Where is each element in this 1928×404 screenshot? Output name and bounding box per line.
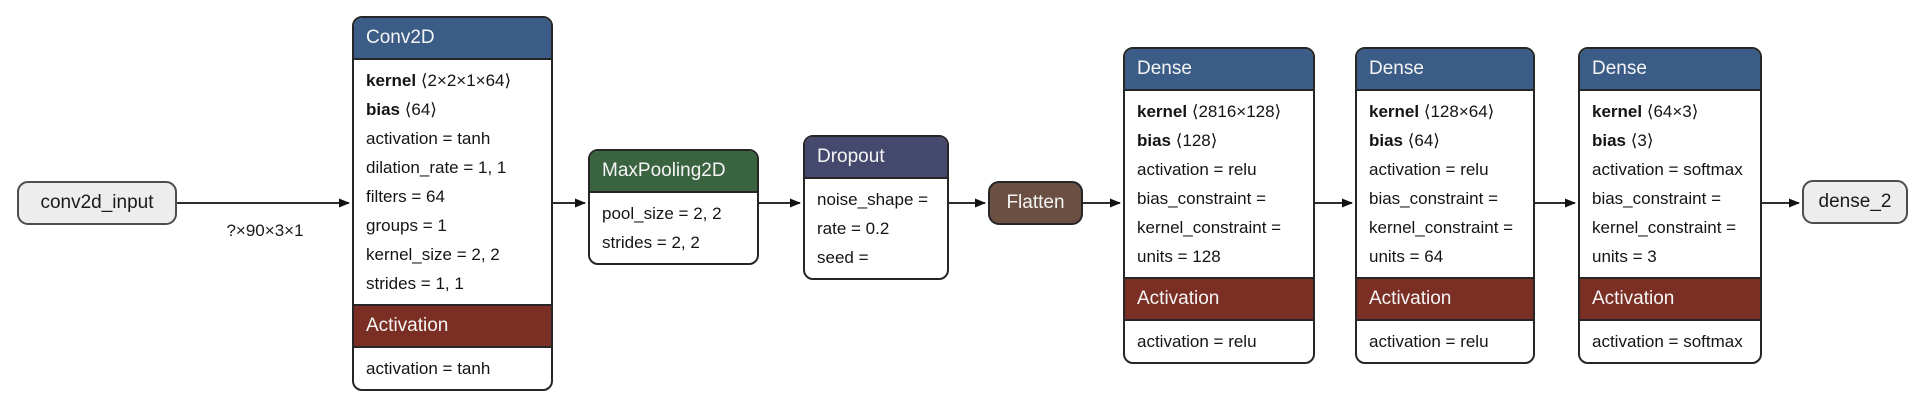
node-conv2d-header[interactable]: Conv2D [354,18,551,60]
attr-row-activation: activation = relu [1137,160,1257,179]
attr-row-activation: activation = relu [1137,332,1257,351]
node-dense-2-attrs: kernel ⟨128×64⟩ bias ⟨64⟩ activation = rel… [1357,91,1533,277]
attr-row-units: units = 128 [1137,247,1221,266]
attr-row-pool_size: pool_size = 2, 2 [602,204,722,223]
node-dense-1[interactable]: Dense kernel ⟨2816×128⟩ bias ⟨128⟩ activat… [1123,47,1315,364]
attr-row-bias: bias ⟨3⟩ [1592,131,1654,150]
node-dense-2-output[interactable]: dense_2 [1802,180,1908,224]
node-dropout-header[interactable]: Dropout [805,137,947,179]
node-dropout-attrs: noise_shape = rate = 0.2 seed = [805,179,947,278]
node-dropout[interactable]: Dropout noise_shape = rate = 0.2 seed = [803,135,949,280]
node-dense-3-activation-attrs: activation = softmax [1580,321,1760,362]
attr-row-kernel_constraint: kernel_constraint = [1592,218,1737,237]
node-dense-3[interactable]: Dense kernel ⟨64×3⟩ bias ⟨3⟩ activation = … [1578,47,1762,364]
attr-row-kernel: kernel ⟨2×2×1×64⟩ [366,71,512,90]
node-conv2d[interactable]: Conv2D kernel ⟨2×2×1×64⟩ bias ⟨64⟩ activat… [352,16,553,391]
node-maxpooling2d-attrs: pool_size = 2, 2 strides = 2, 2 [590,193,757,263]
attr-row-seed: seed = [817,248,869,267]
attr-row-filters: filters = 64 [366,187,445,206]
attr-row-bias_constraint: bias_constraint = [1592,189,1721,208]
attr-row-bias_constraint: bias_constraint = [1137,189,1266,208]
attr-row-strides: strides = 2, 2 [602,233,700,252]
node-dense-1-header[interactable]: Dense [1125,49,1313,91]
node-dense-1-activation-attrs: activation = relu [1125,321,1313,362]
attr-row-activation: activation = relu [1369,160,1489,179]
attr-row-rate: rate = 0.2 [817,219,890,238]
attr-row-kernel_size: kernel_size = 2, 2 [366,245,500,264]
node-dense-3-header[interactable]: Dense [1580,49,1760,91]
node-dense-1-activation-header[interactable]: Activation [1125,277,1313,321]
edge-label-input-shape: ?×90×3×1 [226,221,304,240]
node-maxpooling2d[interactable]: MaxPooling2D pool_size = 2, 2 strides = 2… [588,149,759,265]
attr-row-kernel_constraint: kernel_constraint = [1369,218,1514,237]
node-dense-3-attrs: kernel ⟨64×3⟩ bias ⟨3⟩ activation = softma… [1580,91,1760,277]
node-maxpooling2d-header[interactable]: MaxPooling2D [590,151,757,193]
attr-row-activation: activation = tanh [366,129,491,148]
attr-row-dilation_rate: dilation_rate = 1, 1 [366,158,507,177]
attr-row-activation: activation = softmax [1592,332,1743,351]
attr-row-kernel: kernel ⟨128×64⟩ [1369,102,1495,121]
attr-row-kernel_constraint: kernel_constraint = [1137,218,1282,237]
node-flatten[interactable]: Flatten [988,181,1083,225]
node-dense-2-activation-attrs: activation = relu [1357,321,1533,362]
attr-row-units: units = 64 [1369,247,1444,266]
node-dense-1-attrs: kernel ⟨2816×128⟩ bias ⟨128⟩ activation = … [1125,91,1313,277]
node-conv2d-activation-attrs: activation = tanh [354,348,551,389]
attr-row-activation: activation = softmax [1592,160,1743,179]
attr-row-kernel: kernel ⟨2816×128⟩ [1137,102,1282,121]
node-dense-2-header[interactable]: Dense [1357,49,1533,91]
attr-row-activation: activation = tanh [366,359,491,378]
attr-row-bias: bias ⟨128⟩ [1137,131,1218,150]
attr-row-bias_constraint: bias_constraint = [1369,189,1498,208]
attr-row-activation: activation = relu [1369,332,1489,351]
attr-row-noise_shape: noise_shape = [817,190,929,209]
node-conv2d-input[interactable]: conv2d_input [17,181,177,225]
attr-row-strides: strides = 1, 1 [366,274,464,293]
node-conv2d-attrs: kernel ⟨2×2×1×64⟩ bias ⟨64⟩ activation = t… [354,60,551,304]
node-dense-2-activation-header[interactable]: Activation [1357,277,1533,321]
node-dense-2[interactable]: Dense kernel ⟨128×64⟩ bias ⟨64⟩ activation… [1355,47,1535,364]
node-dense-3-activation-header[interactable]: Activation [1580,277,1760,321]
attr-row-kernel: kernel ⟨64×3⟩ [1592,102,1699,121]
attr-row-units: units = 3 [1592,247,1657,266]
attr-row-groups: groups = 1 [366,216,447,235]
attr-row-bias: bias ⟨64⟩ [366,100,437,119]
node-conv2d-activation-header[interactable]: Activation [354,304,551,348]
attr-row-bias: bias ⟨64⟩ [1369,131,1440,150]
